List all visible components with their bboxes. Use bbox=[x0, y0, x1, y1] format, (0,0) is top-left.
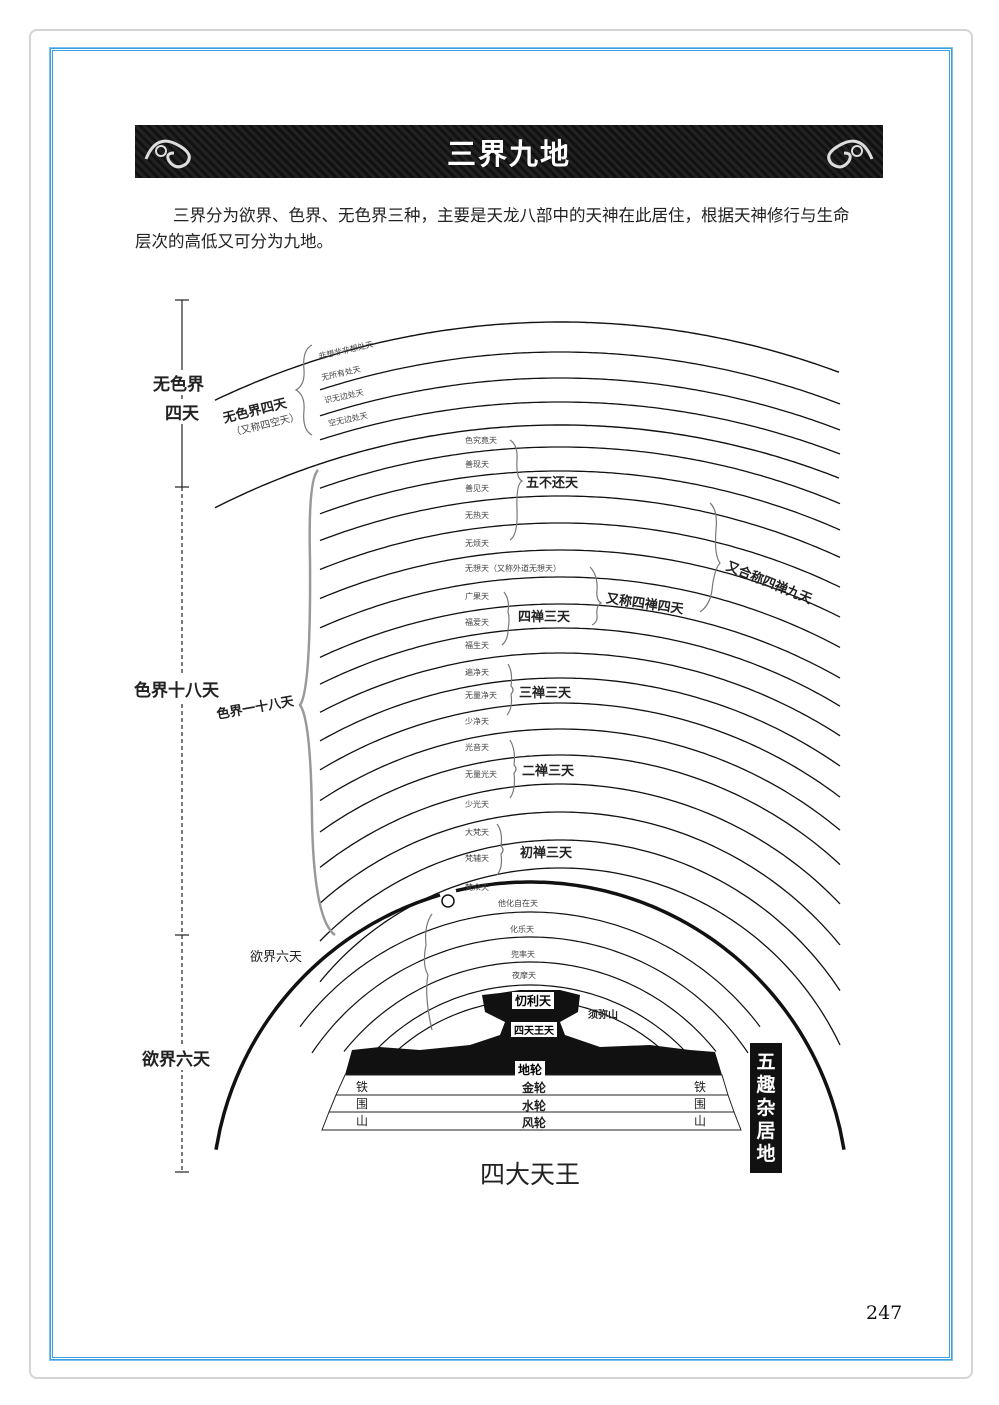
marker-circle bbox=[441, 894, 455, 908]
five-destinies-label: 五趣杂居地 bbox=[750, 1043, 782, 1173]
realm-arc bbox=[319, 377, 841, 431]
iron-mountain-char: 铁 bbox=[694, 1080, 707, 1094]
heaven-label: 福爱天 bbox=[465, 618, 489, 627]
heaven-label: 无量光天 bbox=[465, 770, 497, 779]
heaven-label: 无烦天 bbox=[465, 539, 489, 548]
heaven-label: 化乐天 bbox=[510, 925, 534, 934]
four-kings-heaven-label: 四天王天 bbox=[511, 1022, 557, 1037]
realm-arc bbox=[319, 446, 841, 505]
realm-arc bbox=[319, 754, 841, 866]
iron-mountain-char: 围 bbox=[356, 1097, 369, 1111]
subgroup-label: 五不还天 bbox=[526, 476, 579, 491]
braces bbox=[294, 344, 721, 1031]
heaven-label: 他化自在天 bbox=[498, 899, 538, 908]
heaven-label: 善见天 bbox=[465, 484, 489, 493]
iron-mountain-left: 铁围山 bbox=[356, 1079, 370, 1130]
realm-arc bbox=[319, 576, 841, 648]
realm-arc bbox=[319, 603, 841, 679]
cloud-ornament-right-icon bbox=[827, 139, 874, 169]
realm-arc bbox=[371, 984, 689, 1055]
intro-paragraph: 三界分为欲界、色界、无色界三种，主要是天龙八部中的天神在此居住，根据天神修行与生… bbox=[135, 206, 850, 251]
heaven-label: 梵辅天 bbox=[465, 854, 489, 863]
heaven-label: 少光天 bbox=[465, 800, 489, 809]
realm-arc bbox=[319, 728, 841, 831]
realm-arc bbox=[319, 811, 841, 946]
earth-wheel-label: 地轮 bbox=[515, 1061, 546, 1078]
heaven-label: 福生天 bbox=[465, 641, 489, 650]
realm-arc bbox=[311, 936, 749, 1054]
heaven-label: 少净天 bbox=[465, 717, 489, 726]
heaven-label: 光音天 bbox=[465, 743, 489, 752]
title-banner: 三界九地 bbox=[135, 125, 883, 178]
heaven-label: 遍净天 bbox=[465, 668, 489, 677]
realm-arc bbox=[319, 783, 841, 905]
heaven-label: 无想天（又称外道无想天） bbox=[465, 564, 561, 573]
heaven-label: 无量净天 bbox=[465, 691, 497, 700]
water-wheel-label: 水轮 bbox=[522, 1099, 547, 1113]
realm-arc bbox=[319, 495, 841, 558]
realm-arc bbox=[319, 702, 841, 798]
axis-label-wuse-1: 无色界 bbox=[153, 370, 204, 395]
subgroup-label: 四禅三天 bbox=[518, 610, 571, 625]
gold-wheel-label: 金轮 bbox=[522, 1081, 547, 1095]
heaven-label: 兜率天 bbox=[511, 950, 535, 959]
realm-arc bbox=[319, 522, 841, 588]
page-title: 三界九地 bbox=[446, 137, 571, 171]
wind-wheel-label: 风轮 bbox=[522, 1116, 547, 1130]
subgroup-label: 二禅三天 bbox=[522, 764, 575, 779]
four-heavenly-kings-label: 四大天王 bbox=[480, 1160, 581, 1189]
realm-arc bbox=[319, 677, 841, 767]
realm-arc bbox=[319, 549, 841, 618]
axis-label-wuse-2: 四天 bbox=[165, 399, 199, 424]
realm-arc bbox=[319, 401, 841, 455]
realm-arc bbox=[319, 627, 841, 707]
axis-label-yu: 欲界六天 bbox=[142, 1045, 210, 1070]
realm-arc bbox=[319, 470, 841, 531]
realm-arc bbox=[319, 867, 841, 1046]
page-frame bbox=[29, 29, 973, 1379]
realm-arc bbox=[214, 893, 441, 1151]
realm-arc bbox=[343, 961, 717, 1052]
heaven-label: 夜摩天 bbox=[512, 971, 536, 980]
axis-label-se: 色界十八天 bbox=[134, 676, 219, 701]
sumeru-label: 须弥山 bbox=[588, 1010, 618, 1021]
heaven-label: 大梵天 bbox=[465, 828, 489, 837]
iron-mountain-char: 围 bbox=[694, 1097, 707, 1111]
heaven-label: 色究竟天 bbox=[465, 436, 497, 445]
iron-mountain-char: 铁 bbox=[356, 1080, 369, 1094]
iron-mountain-right: 铁围山 bbox=[694, 1079, 708, 1130]
realm-arc bbox=[319, 351, 841, 405]
realm-arc bbox=[455, 880, 846, 1151]
heaven-label: 无热天 bbox=[465, 511, 489, 520]
blue-border bbox=[50, 48, 952, 1360]
subgroup-label: 初禅三天 bbox=[520, 846, 573, 861]
cloud-ornament-left-icon bbox=[144, 139, 191, 169]
realm-arc bbox=[319, 652, 841, 737]
iron-mountain-char: 山 bbox=[694, 1114, 707, 1128]
trayastrimsa-label: 忉利天 bbox=[512, 992, 555, 1009]
realm-arc bbox=[299, 911, 761, 1028]
iron-mountain-char: 山 bbox=[356, 1114, 369, 1128]
subgroup-label: 三禅三天 bbox=[519, 686, 572, 701]
heaven-label: 广果天 bbox=[465, 592, 489, 601]
realm-arc bbox=[214, 424, 840, 509]
heaven-label: 梵众天 bbox=[465, 883, 489, 892]
page-number: 247 bbox=[866, 1302, 903, 1324]
heaven-label: 善现天 bbox=[465, 460, 489, 469]
realm-arc bbox=[319, 839, 841, 991]
realm-arc bbox=[214, 321, 840, 401]
yu-group-label: 欲界六天 bbox=[250, 950, 303, 965]
